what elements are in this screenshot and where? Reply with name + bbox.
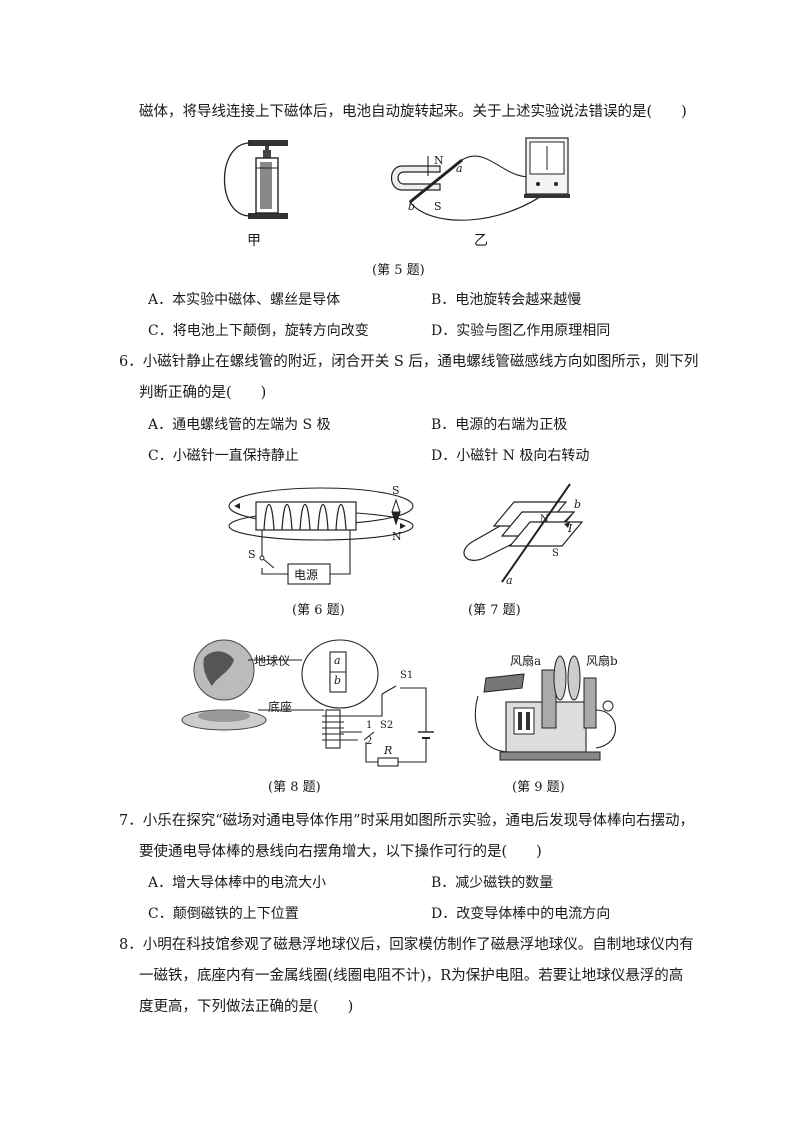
label-jia: 甲 (247, 233, 261, 249)
top-magnet (248, 140, 288, 146)
label-b: b (574, 498, 582, 511)
q6-option-c[interactable]: C．小磁针一直保持静止 (148, 448, 299, 464)
q7-option-d[interactable]: D．改变导体棒中的电流方向 (431, 906, 611, 922)
q6-caption: (第 6 题) (292, 603, 345, 618)
q5-figure-yi: N S a b 乙 (380, 132, 580, 249)
label-fan-b: 风扇b (586, 654, 618, 668)
switch-label: S (248, 548, 256, 561)
fan-a-housing (483, 673, 525, 693)
q6-figure-solenoid: S N S 电源 (226, 482, 416, 588)
q8-stem-line3: 度更高，下列做法正确的是( ) (139, 999, 354, 1015)
q6-stem-line1: 6．小磁针静止在螺线管的附近，闭合开关 S 后，通电螺线管磁感线方向如图所示，则… (119, 354, 699, 370)
q7-option-b[interactable]: B．减少磁铁的数量 (431, 875, 554, 891)
q6-option-d[interactable]: D．小磁针 N 极向右转动 (431, 448, 590, 464)
q9-figure: 风扇a 风扇b (470, 648, 630, 768)
power-source-box (287, 563, 331, 585)
q7-figure: b I a N S (456, 482, 596, 588)
q7-stem-line1: 7．小乐在探究“磁场对通电导体作用”时采用如图所示实验，通电后发现导体棒向右摆动… (119, 813, 695, 829)
label-a: a (334, 654, 341, 667)
q5-figure-jia: 甲 (216, 138, 296, 250)
label-S: S (552, 548, 559, 559)
rod (409, 158, 463, 204)
label-I: I (568, 522, 573, 535)
q8-caption: (第 8 题) (268, 780, 321, 795)
q5-caption: (第 5 题) (372, 263, 425, 278)
label-b: b (334, 674, 342, 687)
resistor (377, 757, 399, 767)
q8-figure: 地球仪 底座 a b S1 1 2 S2 R (178, 636, 448, 768)
label-yi-S: S (434, 200, 442, 213)
q7-caption: (第 7 题) (468, 603, 521, 618)
q5-option-b[interactable]: B．电池旋转会越来越慢 (431, 292, 582, 308)
q6-option-b[interactable]: B．电源的右端为正极 (431, 417, 568, 433)
coil (263, 504, 347, 531)
q9-caption: (第 9 题) (512, 780, 565, 795)
wire (223, 142, 251, 217)
q8-stem-line1: 8．小明在科技馆参观了磁悬浮地球仪后，回家模仿制作了磁悬浮地球仪。自制地球仪内有 (119, 937, 694, 953)
q7-stem-line2: 要使通电导体棒的悬线向右摆角增大，以下操作可行的是( ) (139, 844, 542, 860)
coil (325, 709, 341, 749)
label-2: 2 (366, 736, 373, 747)
label-1: 1 (366, 720, 373, 731)
needle-N-label: N (392, 530, 402, 543)
needle-S-label: S (392, 484, 400, 497)
label-S1: S1 (400, 670, 414, 681)
q5-option-c[interactable]: C．将电池上下颠倒，旋转方向改变 (148, 323, 369, 339)
label-yi-b: b (408, 200, 416, 213)
horseshoe-magnet (390, 165, 441, 191)
conductor-rod (501, 483, 571, 583)
label-fan-a: 风扇a (510, 654, 542, 668)
q6-option-a[interactable]: A．通电螺线管的左端为 S 极 (148, 417, 331, 433)
label-yi-N: N (434, 154, 444, 167)
label-N: N (540, 514, 549, 525)
q5-stem: 磁体，将导线连接上下磁体后，电池自动旋转起来。关于上述实验说法错误的是( ) (139, 104, 687, 120)
q6-stem-line2: 判断正确的是( ) (139, 385, 267, 401)
label-globe: 地球仪 (254, 654, 291, 668)
q8-stem-line2: 一磁铁，底座内有一金属线圈(线圈电阻不计)，R为保护电阻。若要让地球仪悬浮的高 (139, 968, 684, 984)
label-yi: 乙 (474, 233, 488, 249)
label-base: 底座 (268, 700, 293, 714)
power-source-label: 电源 (294, 568, 319, 582)
label-R: R (384, 744, 393, 757)
q5-option-d[interactable]: D．实验与图乙作用原理相同 (431, 323, 611, 339)
label-a: a (506, 574, 513, 587)
q5-option-a[interactable]: A．本实验中磁体、螺丝是导体 (148, 292, 341, 308)
label-S2: S2 (380, 720, 394, 731)
bottom-magnet (248, 213, 288, 219)
label-yi-a: a (456, 162, 463, 175)
q7-option-a[interactable]: A．增大导体棒中的电流大小 (148, 875, 327, 891)
q7-option-c[interactable]: C．颠倒磁铁的上下位置 (148, 906, 299, 922)
